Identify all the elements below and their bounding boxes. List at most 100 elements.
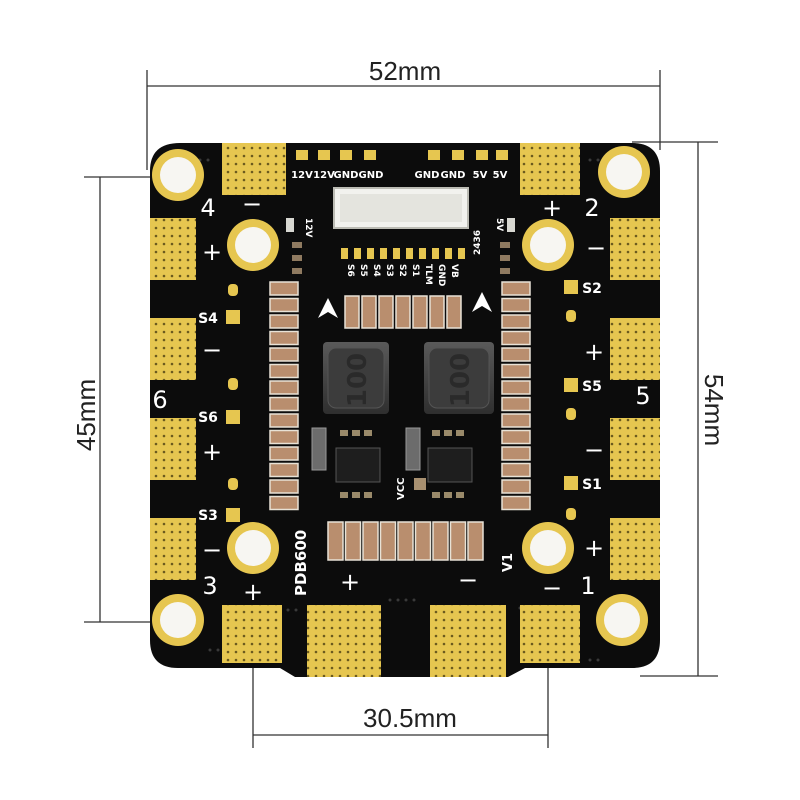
battery-minus: − [458,566,478,594]
pad-right-2 [610,318,660,380]
capacitor [379,521,397,561]
connector-pin-pads [341,248,465,259]
label-s2: S2 [582,281,602,297]
pin-label-5v-a: 5V [473,170,488,181]
dimension-mount-label: 30.5mm [363,703,457,733]
capacitor [269,429,299,445]
top-pin-pads [296,150,508,160]
led-5v [507,218,515,232]
signal-pad-s4 [226,310,240,324]
pad-bottom-2 [307,605,381,677]
capacitor [446,295,462,329]
led-12v-label: 12V [303,218,313,238]
pad-right-3 [610,418,660,480]
capacitor [269,330,299,346]
pad-bottom-4 [520,605,580,663]
capacitor [432,521,449,561]
arrow-left [318,298,338,318]
capacitor [395,295,411,329]
motor-3-minus: − [202,536,222,564]
capacitor [501,429,531,445]
pad-dot-r3 [566,508,576,520]
pad-dot-l1 [228,284,238,296]
capacitor [412,295,428,329]
signal-pad-s3 [226,508,240,522]
pin-label-gnd-b: GND [359,170,384,181]
board-code: 2436 [473,230,483,255]
small-components [292,242,510,274]
motor-6-plus: + [202,438,222,466]
capacitor [501,330,531,346]
pin-label-s4: S4 [371,264,381,277]
pin-label-gnd-a: GND [334,170,359,181]
capacitor [501,380,531,395]
capacitor [269,479,299,494]
pad-left-2 [150,318,196,380]
ic-left [335,447,381,483]
motor-2-plus: + [542,194,562,222]
capacitor [501,347,531,362]
motor-number-3: 3 [202,572,217,600]
dimension-height-right-label: 54mm [699,374,729,446]
capacitor [269,462,299,478]
capacitor [362,521,379,561]
label-s1: S1 [582,477,602,493]
motor-number-6: 6 [152,386,167,414]
label-s3: S3 [198,508,218,524]
capacitor [501,446,531,461]
capacitor [501,462,531,478]
capacitor [269,495,299,511]
pad-right-1 [610,218,660,280]
pin-label-12v-a: 12V [291,170,313,181]
pin-label-s3: S3 [384,264,394,277]
motor-2-minus: − [586,234,606,262]
led-5v-label: 5V [494,218,504,231]
pad-left-1 [150,218,196,280]
motor-number-5: 5 [635,382,650,410]
motor-5-plus: + [584,338,604,366]
dimension-width-label: 52mm [369,56,441,86]
pad-bottom-3 [430,605,506,677]
capacitor-bank-left [269,281,299,511]
capacitor-bank-bottom [327,521,484,561]
pad-dot-l2 [228,378,238,390]
capacitor [501,396,531,412]
capacitor [397,521,414,561]
capacitor [467,521,484,561]
capacitor-bank-top [344,295,462,329]
signal-pad-s2 [564,280,578,294]
capacitor [414,521,432,561]
pad-dot-r2 [566,408,576,420]
pad-right-4 [610,518,660,580]
pad-dot-r1 [566,310,576,322]
regulator-area: VCC [311,427,473,500]
label-s5: S5 [582,379,602,395]
capacitor [344,295,360,329]
capacitor [501,281,531,296]
inductor-left: 100 [323,342,389,414]
capacitor [269,363,299,379]
battery-plus: + [340,568,360,596]
vcc-label: VCC [396,478,407,500]
pin-label-tlm: TLM [423,264,433,285]
capacitor [501,413,531,428]
capacitor [269,314,299,329]
mounting-holes [152,146,650,646]
pin-label-5v-b: 5V [493,170,508,181]
inductor-left-marking: 100 [343,353,373,407]
pin-label-gnd: GND [436,264,446,286]
label-s6: S6 [198,410,218,426]
capacitor [449,521,467,561]
pad-top-left [222,143,286,195]
pad-dot-l3 [228,478,238,490]
inductor-right-marking: 100 [446,353,476,407]
capacitor [501,479,531,494]
capacitor [501,495,531,511]
capacitor [327,521,344,561]
capacitor [501,297,531,313]
pad-left-4 [150,518,196,580]
pin-label-s6: S6 [345,264,355,277]
motor-number-4: 4 [200,194,215,222]
capacitor [269,380,299,395]
